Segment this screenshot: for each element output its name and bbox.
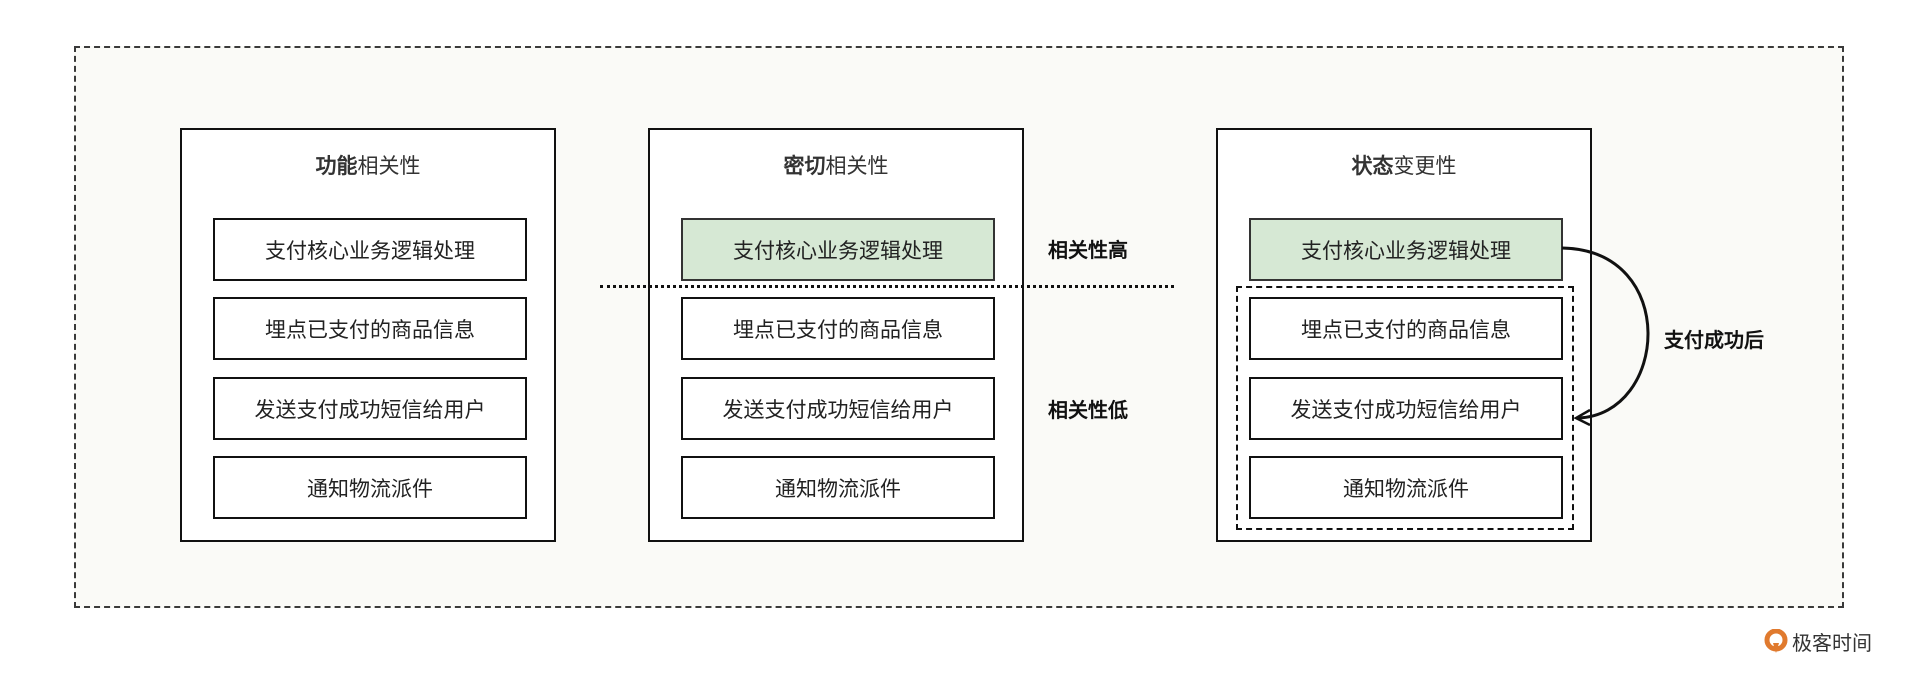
item-sms: 发送支付成功短信给用户 [213,377,527,440]
item-tracking: 埋点已支付的商品信息 [213,297,527,360]
item-sms: 发送支付成功短信给用户 [681,377,995,440]
item-payment-core: 支付核心业务逻辑处理 [1249,218,1563,281]
item-logistics: 通知物流派件 [681,456,995,519]
payment-success-arrow [1561,246,1650,420]
brand-name: 极客时间 [1792,631,1872,655]
panel-functional-relevance: 功能相关性 支付核心业务逻辑处理 埋点已支付的商品信息 发送支付成功短信给用户 … [180,128,556,542]
item-payment-core: 支付核心业务逻辑处理 [681,218,995,281]
geektime-logo-icon [1764,628,1788,653]
item-logistics: 通知物流派件 [1249,456,1563,519]
arrow-head-icon [1573,408,1591,427]
panel-title: 功能相关性 [315,154,421,178]
panel-state-change: 状态变更性 支付核心业务逻辑处理 埋点已支付的商品信息 发送支付成功短信给用户 … [1216,128,1592,542]
item-tracking: 埋点已支付的商品信息 [1249,297,1563,360]
panel-close-relevance: 密切相关性 支付核心业务逻辑处理 埋点已支付的商品信息 发送支付成功短信给用户 … [648,128,1024,542]
item-sms: 发送支付成功短信给用户 [1249,377,1563,440]
label-after-payment: 支付成功后 [1664,328,1764,352]
post-payment-group [1236,286,1574,530]
item-tracking: 埋点已支付的商品信息 [681,297,995,360]
panel-title: 状态变更性 [1351,154,1457,178]
brand-logo: 极客时间 [1764,627,1872,656]
label-relevance-high: 相关性高 [1048,238,1128,262]
item-payment-core: 支付核心业务逻辑处理 [213,218,527,281]
label-relevance-low: 相关性低 [1048,398,1128,422]
relevance-divider-line [600,285,1174,288]
item-logistics: 通知物流派件 [213,456,527,519]
panel-title: 密切相关性 [783,154,889,178]
